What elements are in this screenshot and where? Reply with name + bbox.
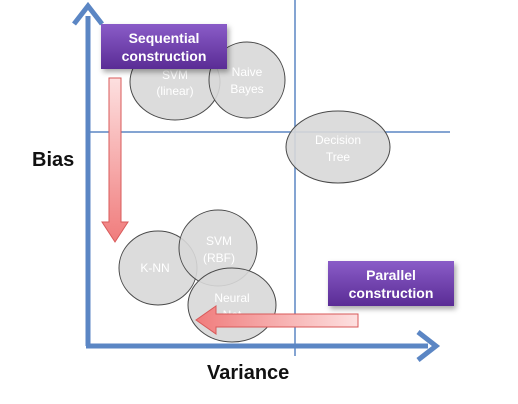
x-axis-label: Variance bbox=[207, 362, 290, 384]
model-knn-line1: K-NN bbox=[140, 261, 169, 275]
sequential-line1: Sequential bbox=[128, 29, 200, 46]
sequential-line2: construction bbox=[121, 47, 207, 64]
model-naive-bayes-line1: Naive bbox=[232, 65, 263, 79]
model-svm-linear-line2: (linear) bbox=[156, 84, 193, 98]
x-axis bbox=[86, 330, 441, 362]
model-decision-tree: Decision Tree bbox=[285, 110, 391, 184]
y-axis-label: Bias bbox=[32, 149, 75, 171]
parallel-arrow bbox=[195, 305, 359, 335]
model-svm-linear-line1: SVM bbox=[162, 68, 188, 82]
model-neural-net: Neural Net bbox=[187, 267, 277, 343]
y-axis bbox=[72, 1, 104, 346]
model-knn: K-NN bbox=[118, 230, 198, 306]
model-svm-rbf-line1: SVM bbox=[206, 234, 232, 248]
sequential-arrow bbox=[101, 77, 129, 243]
parallel-line1: Parallel bbox=[366, 266, 416, 283]
model-naive-bayes-line2: Bayes bbox=[230, 82, 263, 96]
model-decision-tree-line1: Decision bbox=[315, 133, 361, 147]
sequential-construction-callout: Sequential construction bbox=[101, 24, 227, 69]
parallel-line2: construction bbox=[348, 284, 434, 301]
model-naive-bayes: Naive Bayes bbox=[208, 41, 286, 119]
parallel-construction-callout: Parallel construction bbox=[328, 261, 454, 306]
model-neural-net-line1: Neural bbox=[214, 291, 249, 305]
model-svm-rbf-line2: (RBF) bbox=[203, 251, 235, 265]
model-decision-tree-line2: Tree bbox=[326, 150, 351, 164]
model-svm-rbf: SVM (RBF) bbox=[178, 209, 258, 287]
